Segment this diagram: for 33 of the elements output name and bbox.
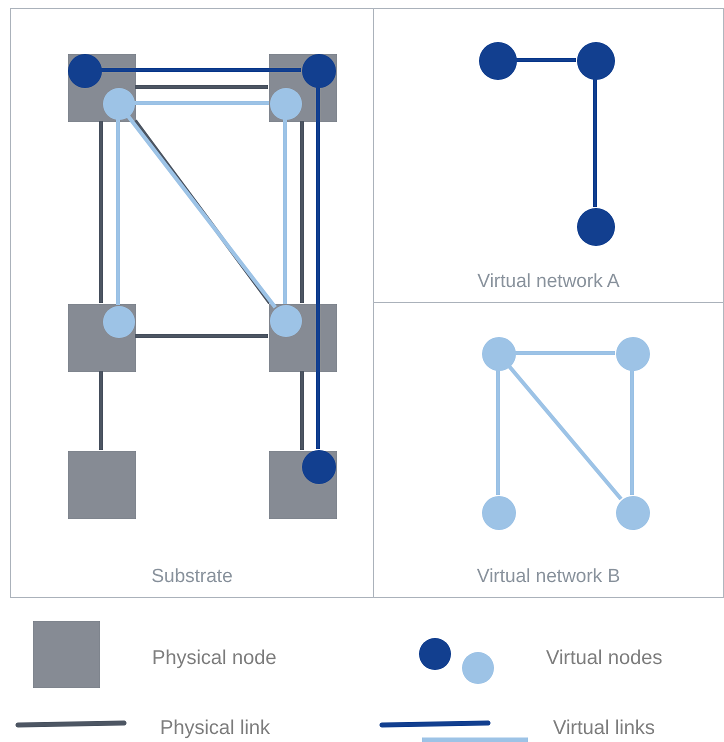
- link-line: [300, 121, 304, 303]
- legend-label: Physical link: [160, 716, 270, 741]
- link-line: [283, 119, 287, 304]
- physical-node-square: [68, 54, 136, 122]
- link-line: [135, 334, 268, 338]
- physical-node-square: [68, 451, 136, 519]
- link-line: [300, 371, 304, 450]
- link-line: [507, 364, 623, 500]
- link-line: [630, 370, 634, 495]
- legend-label: Physical node: [152, 646, 277, 671]
- panel-title: Substrate: [151, 565, 233, 589]
- network-panel: [373, 8, 724, 303]
- link-line: [515, 351, 615, 355]
- link-line: [516, 58, 576, 62]
- physical-node-square: [68, 304, 136, 372]
- link-line: [101, 68, 301, 72]
- link-line: [116, 119, 120, 305]
- link-line: [99, 371, 103, 450]
- physical-node-square: [269, 451, 337, 519]
- link-line: [99, 121, 103, 303]
- link-line: [135, 85, 268, 89]
- link-line: [316, 87, 320, 449]
- physical-node-square: [269, 304, 337, 372]
- panel-title: Virtual network A: [477, 270, 620, 294]
- legend-label: Virtual links: [553, 716, 655, 741]
- panel-title: Virtual network B: [476, 565, 620, 589]
- legend-label: Virtual nodes: [546, 646, 662, 671]
- network-panel: [373, 302, 724, 598]
- link-line: [593, 79, 597, 207]
- link-line: [496, 370, 500, 495]
- network-panel: [10, 8, 374, 598]
- physical-node-square: [269, 54, 337, 122]
- link-line: [134, 101, 269, 105]
